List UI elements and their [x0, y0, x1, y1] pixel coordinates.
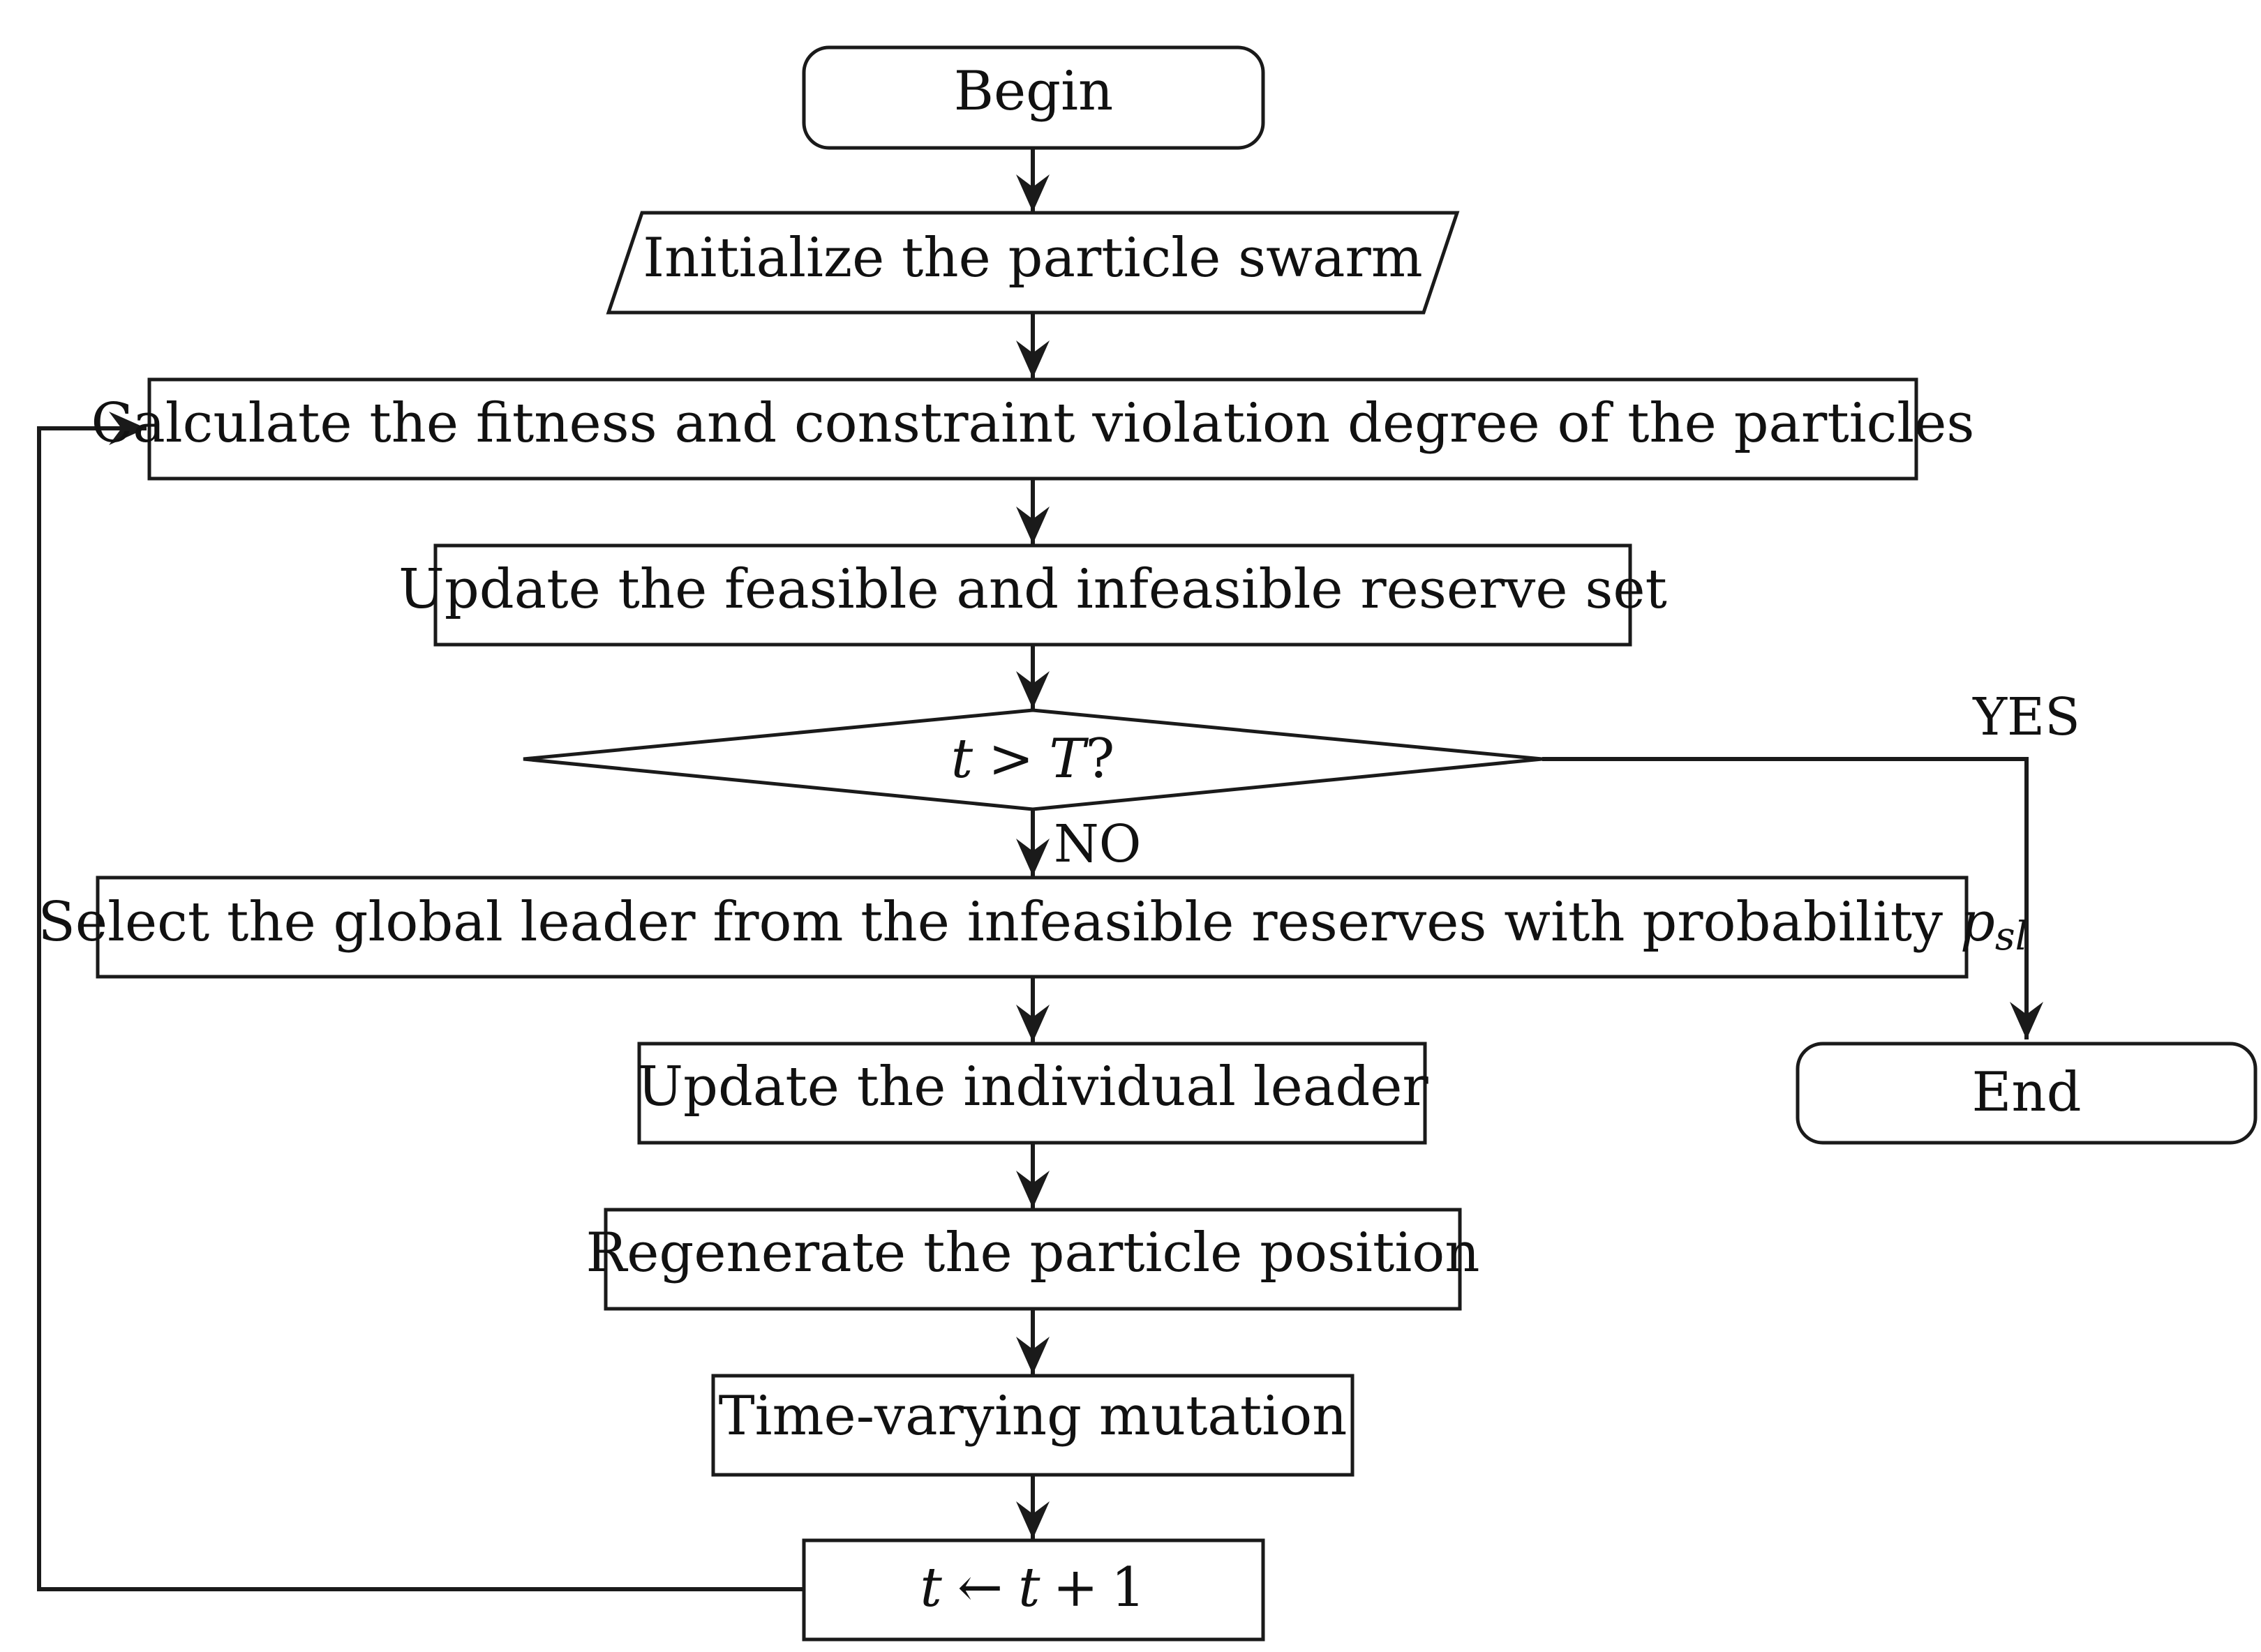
mutation-label: Time-varying mutation	[719, 1385, 1348, 1448]
end-label: End	[1971, 1061, 2081, 1124]
update-individual-label: Update the individual leader	[637, 1056, 1428, 1118]
decision-var-T: T	[1049, 728, 1089, 790]
node-decision: t>T?	[523, 708, 1543, 811]
edge-decision-yes-to-end	[1542, 757, 2043, 1039]
decision-var-t: t	[951, 728, 973, 790]
regenerate-label: Regenerate the particle position	[586, 1222, 1480, 1284]
select-leader-label: Select the global leader from the infeas…	[38, 891, 2027, 959]
increment-lhs: t	[920, 1556, 942, 1619]
node-init: Initialize the particle swarm	[606, 211, 1460, 315]
decision-diamond-shape	[523, 708, 1543, 811]
update-reserve-label: Update the feasible and infeasible reser…	[398, 558, 1667, 621]
node-begin: Begin	[802, 45, 1265, 150]
node-regenerate: Regenerate the particle position	[586, 1208, 1480, 1311]
select-leader-subscript: sl	[1995, 914, 2028, 959]
node-increment: t←t+1	[802, 1538, 1265, 1642]
begin-label: Begin	[954, 60, 1114, 123]
no-edge-label: NO	[1054, 814, 1141, 874]
edge-loop-back-to-calc	[37, 412, 804, 1591]
yes-edge-label: YES	[1972, 687, 2080, 747]
node-end: End	[1796, 1042, 2258, 1145]
decision-label: t>T?	[951, 728, 1115, 790]
increment-plus: +	[1053, 1556, 1098, 1619]
regenerate-process-shape	[604, 1208, 1462, 1311]
node-calc: Calculate the fitness and constraint vio…	[91, 377, 1975, 481]
mutation-process-shape	[711, 1374, 1355, 1477]
increment-rhs: t	[1018, 1556, 1040, 1619]
calc-label: Calculate the fitness and constraint vio…	[91, 392, 1975, 455]
node-update-individual: Update the individual leader	[637, 1042, 1428, 1145]
node-update-reserve: Update the feasible and infeasible reser…	[398, 543, 1667, 647]
update-individual-process-shape	[637, 1042, 1427, 1145]
select-leader-process-shape	[96, 876, 1969, 979]
decision-question-mark: ?	[1085, 728, 1114, 790]
end-terminal-shape	[1796, 1042, 2258, 1145]
increment-one: 1	[1111, 1556, 1146, 1619]
update-reserve-process-shape	[433, 543, 1632, 647]
increment-process-shape	[802, 1538, 1265, 1642]
calc-process-shape	[147, 377, 1918, 481]
init-io-shape	[606, 211, 1460, 315]
increment-label: t←t+1	[920, 1556, 1145, 1619]
select-leader-text: Select the global leader from the infeas…	[38, 891, 1960, 954]
init-label: Initialize the particle swarm	[643, 227, 1422, 290]
decision-operator: >	[988, 728, 1034, 790]
increment-arrow: ←	[957, 1556, 1003, 1619]
node-mutation: Time-varying mutation	[711, 1374, 1355, 1477]
select-leader-symbol: p	[1960, 891, 1995, 954]
edges	[37, 148, 2043, 1591]
node-select-leader: Select the global leader from the infeas…	[38, 876, 2028, 979]
begin-terminal-shape	[802, 45, 1265, 150]
